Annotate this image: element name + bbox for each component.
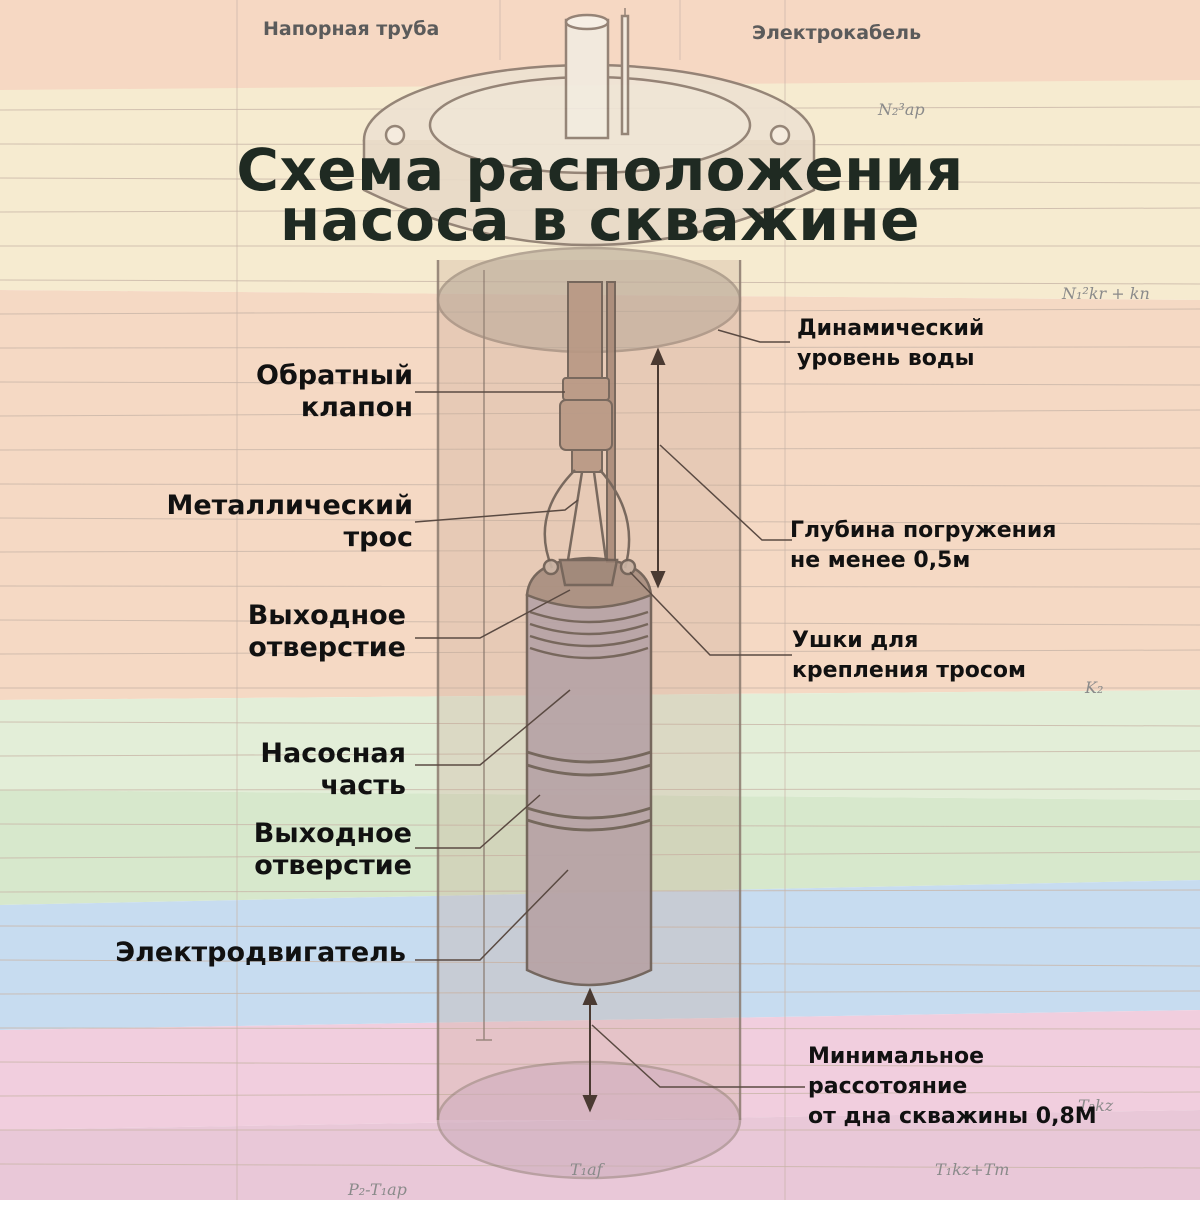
pressure-pipe — [568, 282, 602, 380]
check-valve-lower — [560, 400, 612, 450]
cable-source-label: Электрокабель — [752, 22, 921, 44]
geo-label-n2ap: N₂³ap — [878, 100, 925, 119]
label-outlet-2-line-1: Выходное — [254, 818, 412, 850]
label-outlet-2-line-2: отверстие — [254, 850, 412, 882]
geo-label-n1kr: N₁²kr + kn — [1062, 284, 1150, 303]
label-pump-part-line-1: Насосная — [260, 738, 406, 770]
label-cable-lugs-line-2: крепления тросом — [792, 656, 1026, 686]
label-immersion-depth: Глубина погружения не менее 0,5м — [790, 516, 1056, 576]
label-metal-cable-line-1: Металлический — [166, 490, 413, 522]
geo-label-p2: P₂-T₁ap — [348, 1180, 407, 1199]
label-immersion-depth-line-1: Глубина погружения — [790, 516, 1056, 546]
geo-label-t1kz: T₁kz+Tm — [935, 1160, 1009, 1179]
geo-label-t1af: T₁af — [570, 1160, 603, 1179]
label-dynamic-level-line-2: уровень воды — [797, 344, 984, 374]
label-pump-part: Насосная часть — [260, 738, 406, 802]
label-pump-part-line-2: часть — [260, 770, 406, 802]
valve-neck — [572, 450, 602, 472]
outlet-nut — [560, 560, 617, 585]
label-metal-cable-line-2: трос — [166, 522, 413, 554]
label-motor: Электродвигатель — [115, 937, 406, 969]
pipe-top-cap — [566, 15, 608, 29]
pressure-pipe-top — [566, 20, 608, 138]
cable-top — [622, 16, 628, 134]
label-motor-line-1: Электродвигатель — [115, 937, 406, 969]
label-outlet-1: Выходное отверстие — [248, 600, 406, 664]
pump-body — [527, 558, 651, 985]
label-outlet-1-line-2: отверстие — [248, 632, 406, 664]
label-dynamic-level-line-1: Динамический — [797, 314, 984, 344]
pressure-pipe-source-label: Напорная труба — [263, 18, 439, 40]
label-dynamic-level: Динамический уровень воды — [797, 314, 984, 374]
geo-label-k2: K₂ — [1085, 678, 1103, 697]
label-outlet-2: Выходное отверстие — [254, 818, 412, 882]
label-metal-cable: Металлический трос — [166, 490, 413, 554]
label-cable-lugs: Ушки для крепления тросом — [792, 626, 1026, 686]
diagram-title-line-2: насоса в скважине — [0, 190, 1200, 250]
label-cable-lugs-line-1: Ушки для — [792, 626, 1026, 656]
label-min-distance: Минимальное рассотояние от дна скважины … — [808, 1042, 1097, 1132]
label-min-distance-line-2: рассотояние — [808, 1072, 1097, 1102]
label-check-valve: Обратный клапон — [256, 360, 413, 424]
check-valve-body — [563, 378, 609, 400]
label-outlet-1-line-1: Выходное — [248, 600, 406, 632]
lug-right — [621, 560, 635, 574]
label-min-distance-line-3: от дна скважины 0,8М — [808, 1102, 1097, 1132]
label-check-valve-line-2: клапон — [256, 392, 413, 424]
label-check-valve-line-1: Обратный — [256, 360, 413, 392]
lug-left — [544, 560, 558, 574]
label-min-distance-line-1: Минимальное — [808, 1042, 1097, 1072]
label-immersion-depth-line-2: не менее 0,5м — [790, 546, 1056, 576]
